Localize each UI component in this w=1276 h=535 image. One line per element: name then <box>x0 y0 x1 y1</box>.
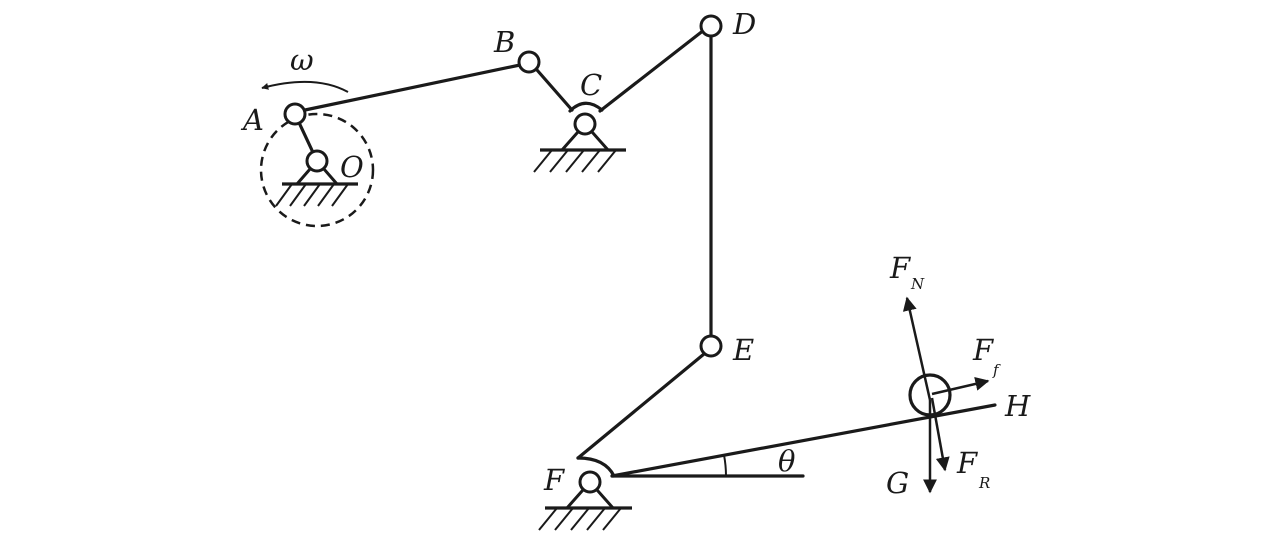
label-Ff-subscript: f <box>992 361 1001 379</box>
joint-E <box>699 334 723 358</box>
label-E: E <box>732 333 754 367</box>
link-CD <box>598 28 706 113</box>
force-Ff-arrow <box>931 377 990 396</box>
link-AB <box>303 63 522 112</box>
rocker-body-F <box>576 456 616 478</box>
crank-path-circle <box>259 112 375 228</box>
label-Ff: F <box>972 333 994 367</box>
label-G: G <box>886 466 909 500</box>
link-FH <box>610 403 997 478</box>
joint-C <box>573 112 597 136</box>
label-theta: θ <box>778 444 795 478</box>
joint-O <box>305 149 329 173</box>
link-EF <box>576 352 706 460</box>
label-H: H <box>1004 389 1031 423</box>
omega-arrow <box>261 80 349 93</box>
label-FN-subscript: N <box>910 275 925 293</box>
joint-A <box>283 102 307 126</box>
ground-support-F <box>538 479 632 531</box>
label-O: O <box>340 150 364 184</box>
joint-D <box>699 14 723 38</box>
ground-support-C <box>533 121 626 173</box>
label-C: C <box>580 68 602 102</box>
rocker-body-C <box>568 101 604 113</box>
label-B: B <box>493 25 515 59</box>
label-FR-subscript: R <box>978 474 990 492</box>
joint-F <box>578 470 602 494</box>
label-F: F <box>543 463 565 497</box>
joint-B <box>517 50 541 74</box>
force-FR-arrow <box>930 397 950 472</box>
theta-angle-arc <box>723 454 727 477</box>
label-omega: ω <box>290 43 314 77</box>
label-D: D <box>732 7 756 41</box>
label-A: A <box>240 103 264 137</box>
force-FN-arrow <box>902 296 932 401</box>
label-FR: F <box>956 446 978 480</box>
label-FN: F <box>889 251 911 285</box>
